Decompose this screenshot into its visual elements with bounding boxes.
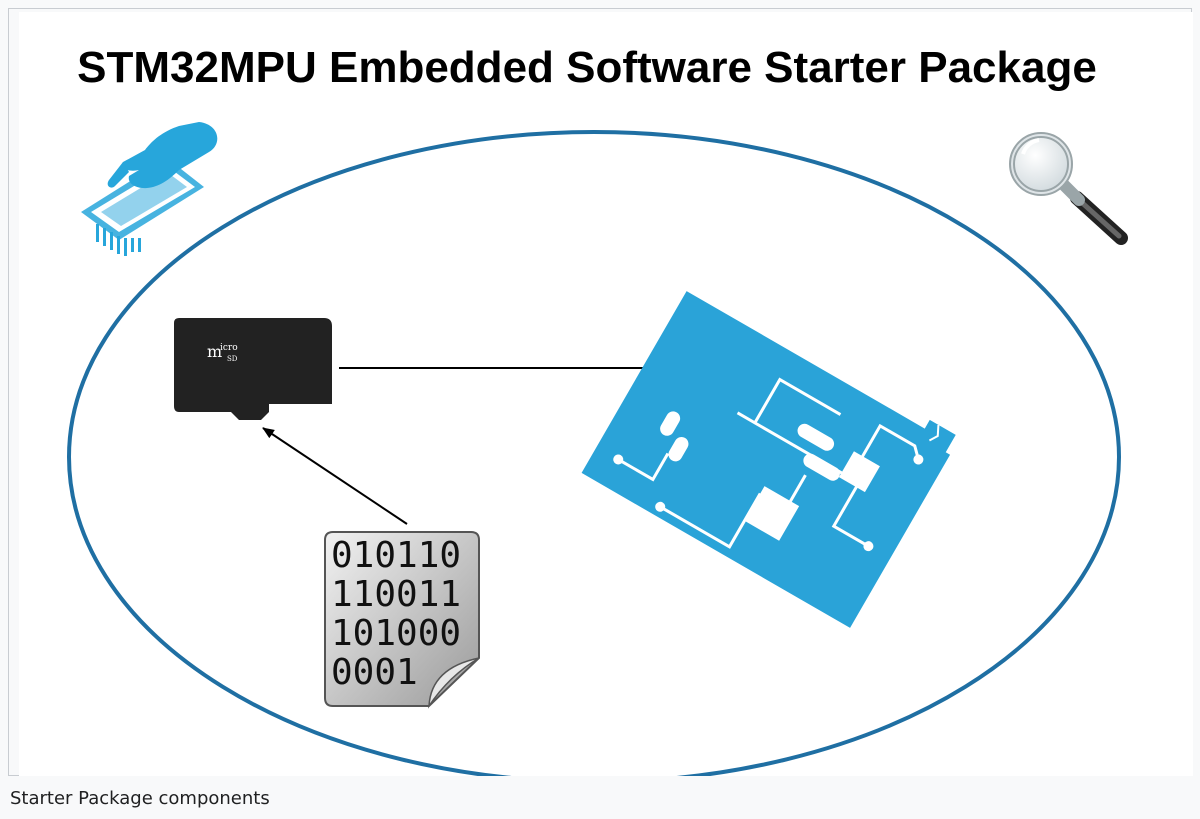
sd-brand-m: m xyxy=(207,342,222,361)
binary-line-3: 101000 xyxy=(331,613,461,654)
diagram: STM32MPU Embedded Software Starter Packa… xyxy=(67,43,1128,776)
hand-on-board-icon xyxy=(81,122,218,256)
sd-brand-top: icro xyxy=(220,343,238,353)
arrow-file-to-sd xyxy=(262,427,408,525)
microsd-card-icon: m icro SD xyxy=(174,318,332,420)
binary-line-2: 110011 xyxy=(331,574,461,615)
binary-line-4: 0001 xyxy=(331,652,418,693)
figure-caption: Starter Package components xyxy=(10,788,270,809)
diagram-title: STM32MPU Embedded Software Starter Packa… xyxy=(77,43,1097,92)
sd-brand-bottom: SD xyxy=(227,355,238,363)
magnifier-icon xyxy=(1009,132,1128,245)
binary-line-1: 010110 xyxy=(331,535,461,576)
board-icon xyxy=(581,291,956,628)
binary-file-icon: 010110 110011 101000 0001 xyxy=(324,531,480,709)
figure-image: STM32MPU Embedded Software Starter Packa… xyxy=(19,12,1193,776)
package-ellipse xyxy=(67,130,1121,776)
